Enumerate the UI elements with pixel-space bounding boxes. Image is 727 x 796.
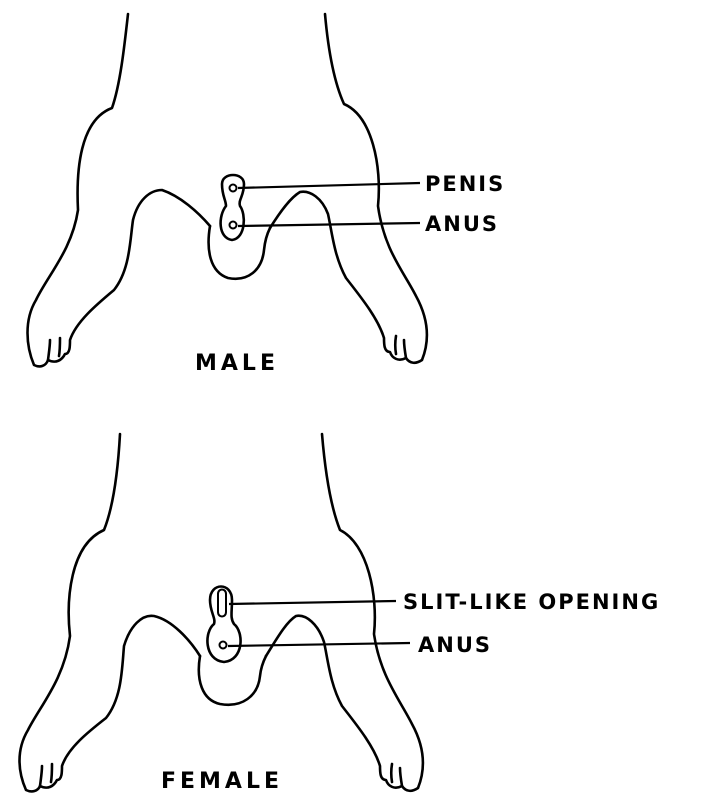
male-penis-label: PENIS [425,172,505,196]
female-slit-label: SLIT-LIKE OPENING [403,590,660,614]
male-anus-opening [230,222,237,229]
female-anus-label: ANUS [418,633,492,657]
male-caption: MALE [195,351,279,376]
male-right-body-outline [270,14,427,363]
female-figure: SLIT-LIKE OPENING ANUS FEMALE [20,434,661,794]
female-left-foot-toes [40,764,52,786]
male-left-body-outline [28,14,211,366]
male-anus-leader [238,223,420,226]
male-figure: PENIS ANUS MALE [28,14,506,376]
female-caption: FEMALE [161,769,283,794]
male-anus-label: ANUS [425,212,499,236]
female-slit-leader [229,601,396,604]
female-slit-opening [218,590,226,617]
male-penis-opening [230,185,237,192]
female-right-foot-toes [391,764,402,786]
female-anus-leader [228,643,410,646]
female-left-body-outline [20,434,201,791]
female-right-body-outline [266,434,423,791]
female-anus-opening [220,642,227,649]
female-genital-plate [207,587,240,663]
female-perineum-bump [199,656,266,705]
male-right-foot-toes [395,336,406,358]
male-perineum-bump [209,226,270,279]
male-left-foot-toes [48,338,60,360]
male-penis-leader [238,183,420,188]
